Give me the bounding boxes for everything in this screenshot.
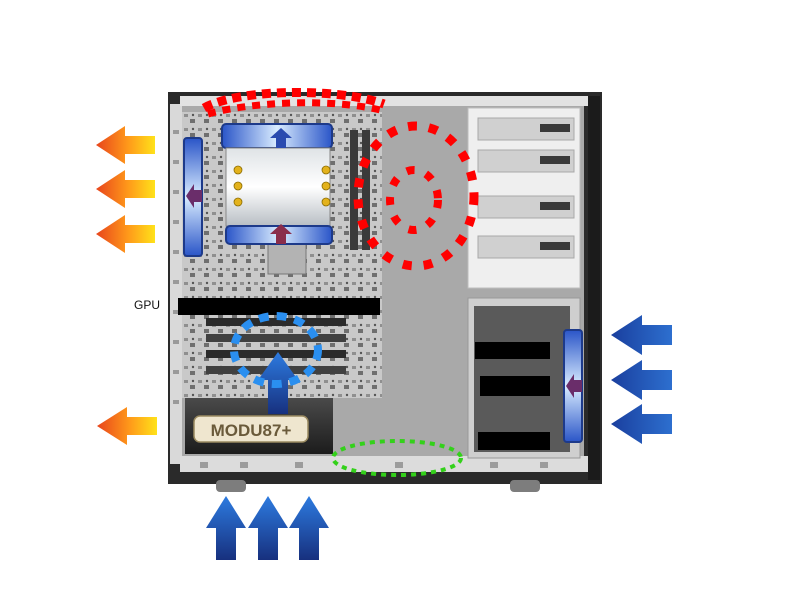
arrow-left-orange-icon [96,170,155,208]
arrow-left-orange-icon [96,215,155,253]
drive-bays-upper [467,107,581,289]
gpu-label: GPU [134,298,161,312]
gpu-card-redacted [178,298,380,315]
arrow-left-blue-icon [611,404,672,444]
arrow-left-blue-icon [611,315,672,355]
arrow-up-icon [270,128,292,148]
gpu-zone [230,312,322,388]
ram-slot [362,130,370,250]
hdd-redacted [478,432,550,450]
drive-bay-latches [540,124,570,250]
chipset-heatsink [267,243,307,275]
case-right-edge [588,96,600,480]
arrow-left-icon [186,184,202,208]
rail-holes [173,130,179,404]
ram-slot [350,130,358,250]
exhaust-arrows [96,126,157,445]
heatpipe-screws [233,165,331,207]
cpu-cooler [221,123,333,245]
case-foot-right [510,480,540,492]
case-foot-left [216,480,246,492]
arrow-up-icon [270,224,292,244]
arrow-up-blue-icon [289,496,329,560]
psu-brand-label: MODU87+ [211,421,292,440]
hot-zone-cpu-inner [386,166,442,234]
arrow-left-orange-icon [96,126,155,164]
hot-zone-top [201,88,386,118]
arrow-up-blue-icon [206,496,246,560]
bottom-rail-slots [200,462,548,468]
hdd-redacted [475,342,550,359]
arrow-left-icon [566,374,582,398]
intake-arrows-bottom [206,496,329,560]
hot-zone-cpu-area [353,121,479,271]
intake-arrows-right [611,315,672,444]
psu-label-plate [193,415,309,443]
drive-bays-lower [467,297,583,459]
arrow-left-orange-icon [97,407,157,445]
bottom-dead-zone [331,439,463,477]
case-bottom-rail [180,456,588,472]
power-supply: MODU87+ [185,398,333,454]
rear-exhaust-fan [183,137,203,257]
arrow-up-blue-icon [248,496,288,560]
drive-bay-rows [477,117,575,259]
arrow-left-blue-icon [611,360,672,400]
hdd-redacted [480,376,550,396]
